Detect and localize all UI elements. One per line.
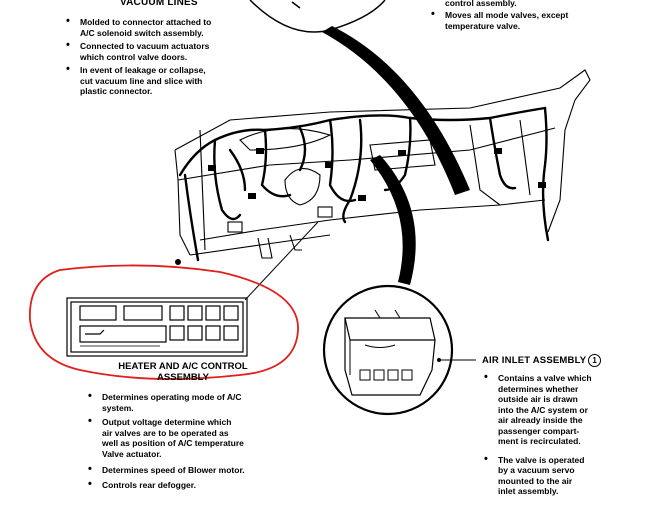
leader-control xyxy=(244,221,319,301)
control-assembly-item: Controls rear defogger. xyxy=(88,479,273,491)
selector-list: Moves all mode valves, excepttemperature… xyxy=(431,9,601,31)
callout-number-badge: 1 xyxy=(588,354,602,367)
vacuum-lines-list: Molded to connector attached toA/C solen… xyxy=(66,16,236,97)
detail-circle-top xyxy=(249,0,386,33)
air-inlet-detail-circle xyxy=(322,284,454,416)
connectors xyxy=(175,148,546,265)
wiring-harness xyxy=(178,106,550,262)
pointer-wedge-top xyxy=(322,26,470,195)
dashboard-body xyxy=(174,69,591,259)
control-assembly-list: Determines operating mode of A/Csystem. … xyxy=(88,391,273,491)
control-assembly-item: Determines speed of Blower motor. xyxy=(88,464,273,476)
annotation-circle xyxy=(29,264,299,380)
selector-continuation: control assembly. xyxy=(445,0,517,8)
vacuum-lines-title: VACUUM LINES xyxy=(120,0,198,8)
vacuum-lines-item: Molded to connector attached toA/C solen… xyxy=(66,16,236,38)
pointer-wedge-right xyxy=(370,155,416,285)
selector-item: Moves all mode valves, excepttemperature… xyxy=(431,9,601,31)
control-panel-drawing xyxy=(66,297,248,357)
vacuum-lines-item: In event of leakage or collapse,cut vacu… xyxy=(66,64,236,97)
